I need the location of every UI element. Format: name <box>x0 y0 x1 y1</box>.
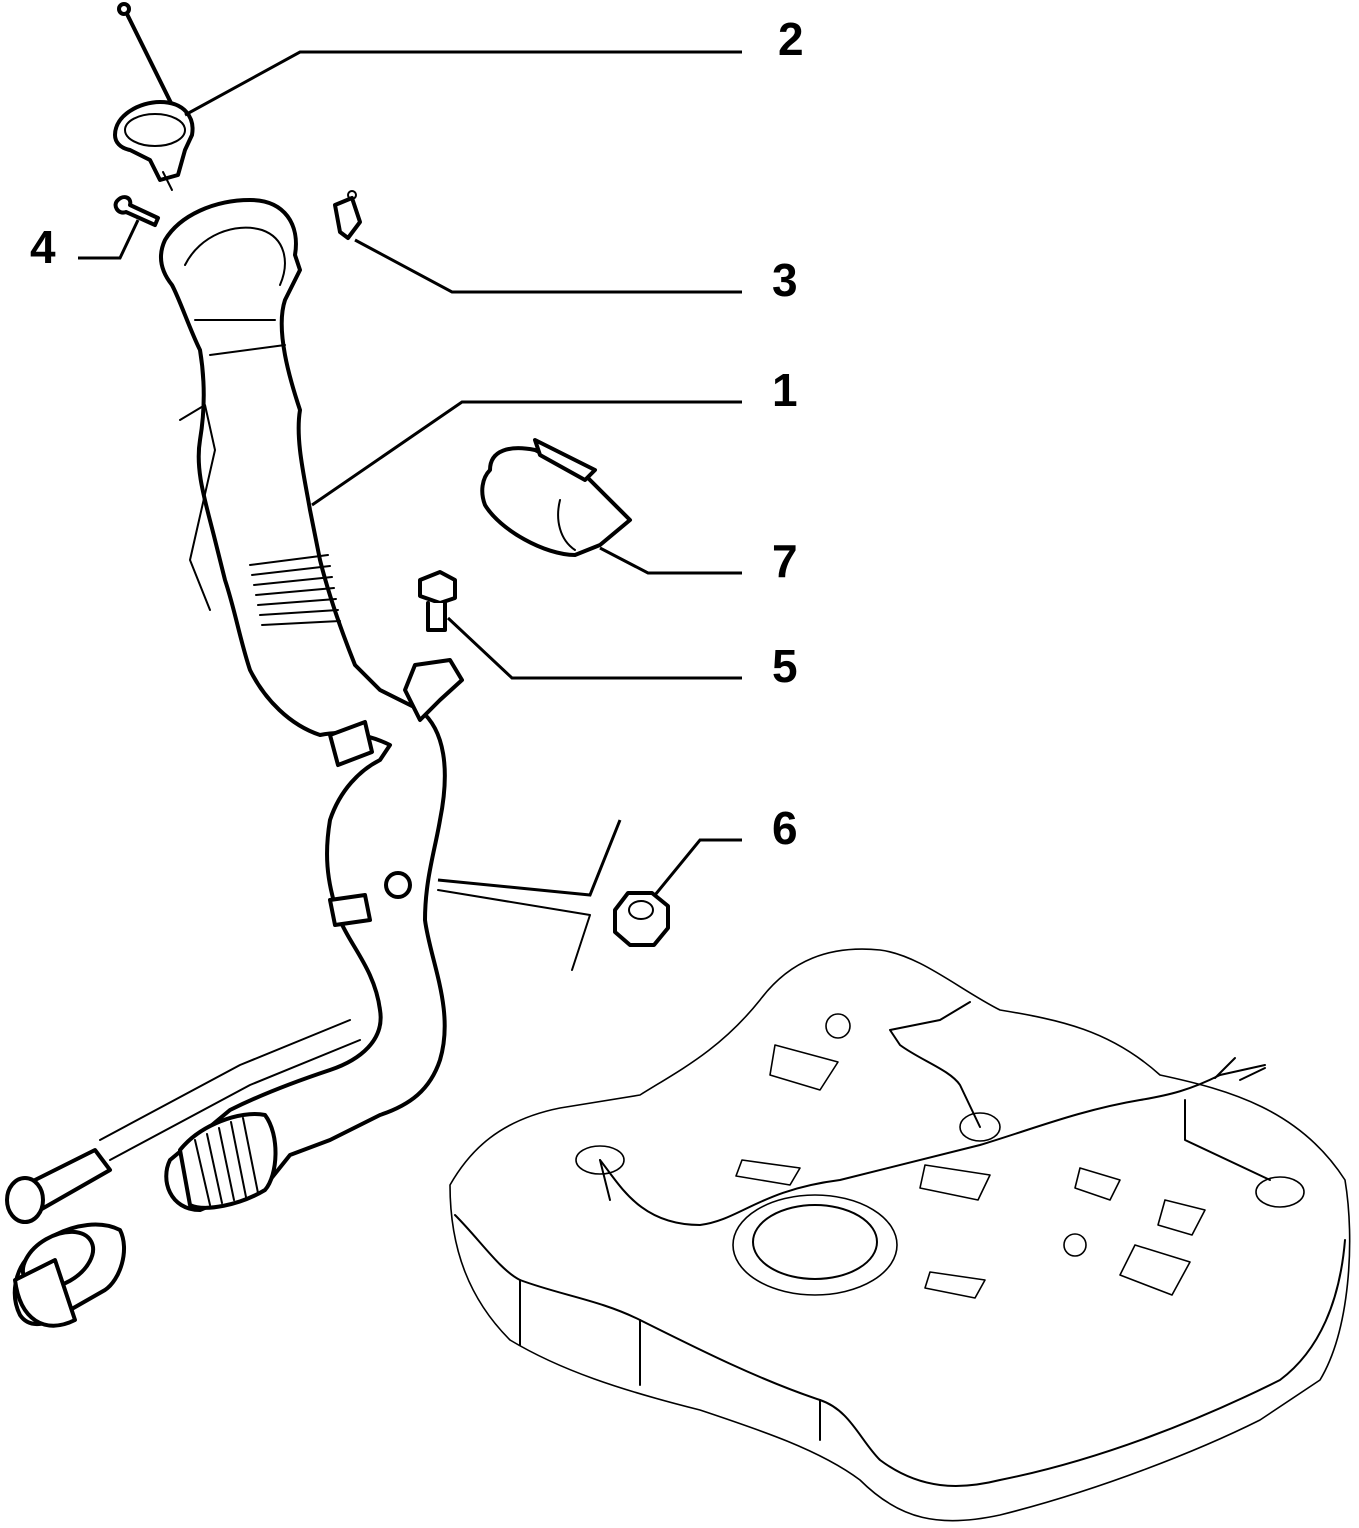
screw <box>113 195 160 227</box>
leader-2 <box>184 50 742 117</box>
reference-lines <box>437 819 622 971</box>
leader-5 <box>446 616 742 680</box>
fuel-cap <box>113 2 195 191</box>
leader-3 <box>354 238 742 294</box>
callout-2: 2 <box>778 13 804 65</box>
lower-bellows <box>178 1112 278 1210</box>
fuel-tank <box>449 948 1351 1522</box>
leader-lines <box>78 50 742 896</box>
callout-7: 7 <box>772 535 798 587</box>
bolt <box>403 570 464 722</box>
retaining-clip <box>333 190 362 240</box>
callout-3: 3 <box>772 254 798 306</box>
callout-5: 5 <box>772 640 798 692</box>
leader-4 <box>78 219 140 260</box>
leader-6 <box>653 838 742 896</box>
upper-bellows <box>249 554 341 626</box>
protective-sleeve <box>480 438 632 557</box>
leader-7 <box>599 546 742 575</box>
filler-neck-pipe <box>5 198 447 1328</box>
leader-1 <box>311 400 742 507</box>
nut <box>613 891 670 947</box>
callout-labels: 2 3 1 4 7 5 6 <box>30 13 804 854</box>
callout-4: 4 <box>30 221 56 273</box>
callout-6: 6 <box>772 802 798 854</box>
callout-1: 1 <box>772 364 798 416</box>
